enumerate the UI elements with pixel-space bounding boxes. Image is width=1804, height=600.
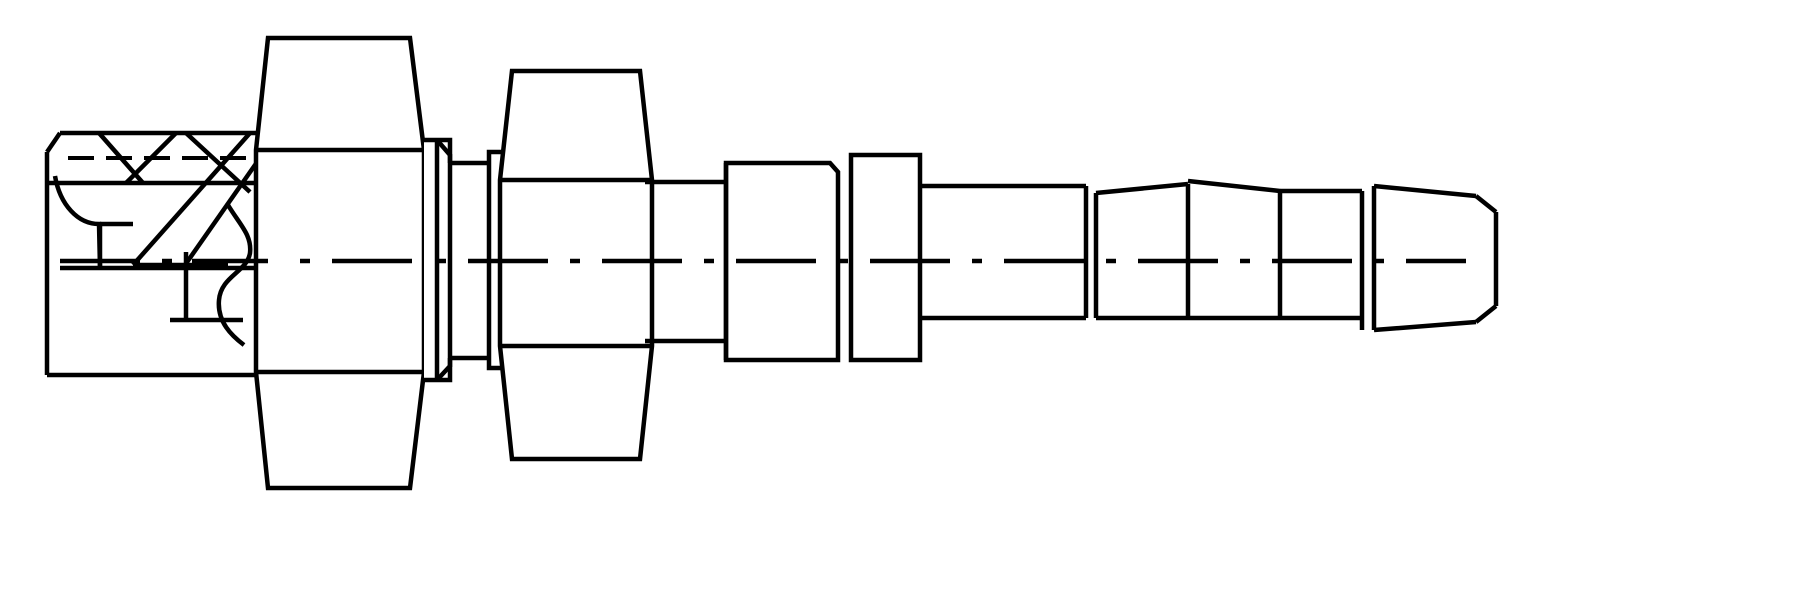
ferrule-ring-fill (851, 155, 920, 360)
barb-2-top-taper (1187, 178, 1281, 194)
section-hatch-line-3 (184, 131, 252, 194)
barb-2 (1185, 178, 1281, 321)
port-end-left-chamfer (45, 131, 62, 154)
break-line-curve (216, 203, 253, 347)
end-barb-tip-chamfer-top (1474, 194, 1498, 214)
end-barb-bottom-taper (1373, 319, 1477, 333)
collar-chamfer-bottom (435, 358, 453, 382)
collar-chamfer-top (435, 138, 453, 163)
end-barb-tip-chamfer-bottom (1474, 304, 1498, 324)
section-hatch-line-5 (183, 153, 264, 267)
hex-nut-2 (497, 68, 655, 462)
barb-1-top-taper (1095, 181, 1189, 196)
barb-1 (1093, 181, 1189, 321)
hex-nut-1-outline (253, 35, 427, 491)
ferrule-ring-outline (848, 152, 923, 363)
ferrule-ring (848, 152, 923, 363)
port-end-seat-curve (52, 175, 103, 269)
barb-3 (1277, 188, 1365, 330)
end-barb-top-taper (1373, 183, 1477, 199)
hex-nut-2-outline (497, 68, 655, 462)
shank (645, 179, 726, 344)
hose-stem (920, 183, 1089, 321)
hex-nut-2-fill (500, 71, 652, 459)
section-hatch-group (97, 131, 264, 267)
port-end-section (44, 130, 268, 378)
end-barb (1371, 183, 1499, 333)
collar-fill (424, 140, 504, 380)
section-hatch-line-4 (131, 131, 252, 267)
